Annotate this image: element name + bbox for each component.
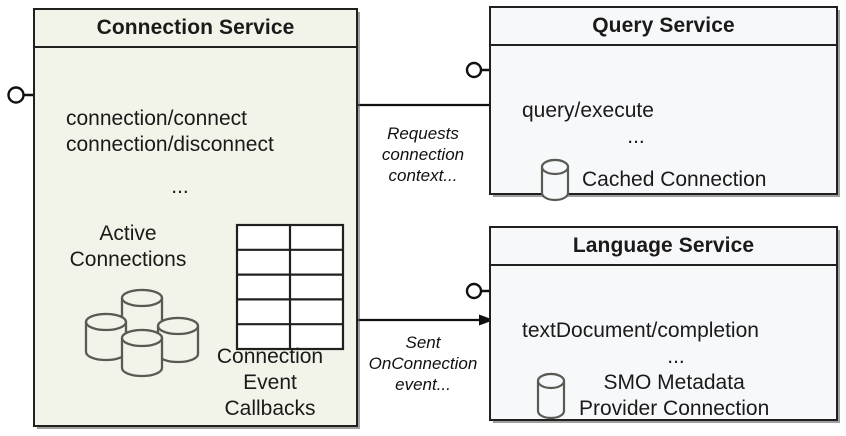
query-service-ellipsis: ...	[627, 125, 645, 148]
active-connections-line1: Active	[99, 222, 157, 245]
component-query-service[interactable]: Query Service query/execute ... Cached C…	[489, 6, 838, 202]
callbacks-line3: Callbacks	[224, 397, 316, 420]
callbacks-line1: Connection	[216, 345, 324, 368]
edge-label-line3: event...	[395, 375, 451, 394]
query-service-operations: query/execute	[522, 98, 654, 124]
operation-connection-disconnect: connection/disconnect	[66, 133, 274, 156]
database-icon	[535, 372, 567, 420]
smo-metadata-label: SMO Metadata Provider Connection	[579, 370, 769, 422]
language-service-operations: textDocument/completion	[522, 318, 759, 344]
language-service-title: Language Service	[491, 228, 836, 266]
edge-label-line1: Sent	[405, 333, 441, 352]
language-service-body: textDocument/completion ... SMO Metadata…	[491, 266, 836, 422]
component-connection-service[interactable]: Connection Service connection/connect co…	[33, 8, 358, 427]
connection-service-operations: connection/connect connection/disconnect	[66, 106, 274, 158]
query-service-body: query/execute ... Cached Connection	[491, 46, 836, 202]
arrow-connection-to-language	[342, 314, 494, 326]
smo-metadata-line1: SMO Metadata	[603, 371, 745, 394]
database-cluster-icon	[80, 286, 204, 378]
edge-label-line1: Requests	[387, 124, 459, 143]
operation-textdocument-completion: textDocument/completion	[522, 319, 759, 342]
cached-connection-row: Cached Connection	[539, 158, 766, 202]
edge-label-line2: connection	[381, 145, 465, 164]
cached-connection-label: Cached Connection	[582, 168, 767, 191]
table-grid-icon	[235, 223, 345, 351]
active-connections-label: Active Connections	[43, 221, 213, 273]
operation-connection-connect: connection/connect	[66, 107, 247, 130]
edge-label-line2: OnConnection	[368, 354, 478, 373]
active-connections-line2: Connections	[69, 248, 187, 271]
edge-label-line3: context...	[388, 166, 458, 185]
callbacks-line2: Event	[243, 371, 297, 394]
connection-service-title: Connection Service	[35, 10, 356, 48]
smo-metadata-line2: Provider Connection	[579, 397, 770, 420]
edge-label-requests-connection-context: Requests connection context...	[362, 123, 484, 186]
connection-event-callbacks-label: Connection Event Callbacks	[185, 344, 355, 422]
operation-query-execute: query/execute	[522, 99, 654, 122]
edge-label-sent-onconnection-event: Sent OnConnection event...	[362, 332, 484, 395]
connection-service-body: connection/connect connection/disconnect…	[35, 48, 356, 425]
smo-metadata-row: SMO Metadata Provider Connection	[535, 370, 769, 422]
arrow-query-to-connection	[337, 99, 489, 111]
connection-service-ellipsis: ...	[171, 175, 189, 198]
database-icon	[539, 158, 571, 202]
language-service-ellipsis: ...	[667, 345, 685, 368]
component-language-service[interactable]: Language Service textDocument/completion…	[489, 226, 838, 421]
query-service-title: Query Service	[491, 8, 836, 46]
